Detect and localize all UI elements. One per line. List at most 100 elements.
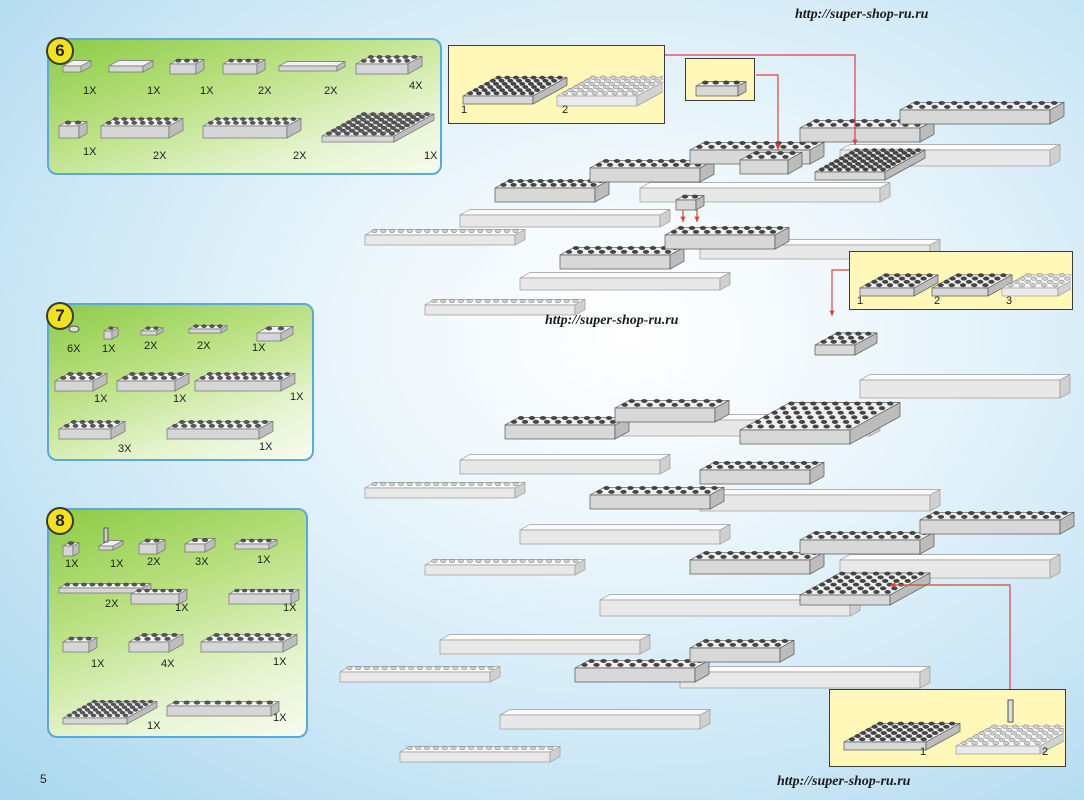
brick-1x1-part	[62, 541, 80, 557]
part-qty: 2X	[324, 85, 338, 97]
part-qty: 6X	[67, 343, 81, 355]
part-qty: 1X	[83, 85, 97, 97]
part-qty: 1X	[257, 554, 271, 566]
dark-brick-2x10	[899, 101, 1065, 125]
part-qty: 1X	[110, 558, 124, 570]
hull-base-brick	[364, 228, 526, 246]
callout-brick	[695, 80, 747, 97]
part-qty: 3X	[195, 556, 209, 568]
sub-assembly-illustration	[843, 699, 1064, 755]
step-6-parts-illustration	[58, 55, 435, 143]
sub-step-1-assembly	[859, 273, 939, 297]
page-number: 5	[40, 772, 47, 786]
hull-base-brick	[399, 745, 561, 763]
hull-brick	[699, 488, 941, 512]
pin	[1007, 699, 1014, 723]
part-qty: 1X	[173, 393, 187, 405]
slope-brick-part	[256, 325, 294, 342]
brick-1x6-part	[130, 588, 188, 605]
brick-2x6-part	[58, 420, 126, 440]
part-qty: 1X	[175, 602, 189, 614]
sub-step-label: 1	[857, 295, 864, 307]
watermark-url-top: http://super-shop-ru.ru	[795, 7, 929, 22]
tile-2x4-part	[108, 59, 154, 73]
part-qty: 1X	[252, 342, 266, 354]
sub-assembly-inset-bottom: 1 2	[829, 689, 1066, 767]
part-qty: 1X	[83, 146, 97, 158]
part-qty: 2X	[147, 556, 161, 568]
placed-brick-2x4	[739, 151, 803, 175]
dark-brick-2x10	[574, 659, 710, 683]
hull-brick	[519, 271, 731, 291]
sub-step-label: 1	[920, 746, 927, 758]
callout-arrow	[665, 54, 858, 145]
hull-brick	[499, 708, 711, 730]
brick-1x8-part	[228, 588, 300, 605]
step-number-7: 7	[46, 302, 74, 330]
callout-arrow	[829, 269, 849, 316]
watermark-url-middle: http://super-shop-ru.ru	[545, 313, 679, 328]
step-8-parts-illustration	[58, 527, 300, 725]
brick-2x4-part	[128, 633, 184, 653]
brick-1x3-part	[169, 58, 205, 75]
step-7-parts-illustration	[54, 324, 296, 440]
part-qty: 4X	[409, 80, 423, 92]
sub-assembly-inset-middle: 1 2 3	[849, 251, 1073, 310]
dark-brick-2x10	[689, 551, 825, 575]
part-qty: 1X	[283, 602, 297, 614]
plate-6x8-part	[62, 699, 158, 725]
hull-brick	[679, 665, 931, 689]
part-qty: 2X	[144, 340, 158, 352]
brick-1x2-placed	[675, 194, 705, 211]
plate-1x10-part	[58, 582, 152, 594]
sub-step-label: 3	[1006, 295, 1013, 307]
plate-1x8-part	[278, 61, 346, 72]
callout-arrow	[680, 210, 686, 222]
callout-arrow	[694, 210, 700, 222]
part-qty: 1X	[290, 391, 304, 403]
sub-step-2-assembly	[955, 724, 1064, 755]
part-qty: 2X	[293, 150, 307, 162]
sub-step-label: 2	[1042, 746, 1049, 758]
hull-base-brick	[424, 558, 586, 576]
step-8-parts-box: 8 1X 1X 2X 3X 1X 2X 1X 1X 1X 4X 1X 1X 1X	[46, 507, 308, 738]
plate-8x8-part	[321, 112, 435, 143]
part-qty: 1X	[91, 658, 105, 670]
brick-2x4-part	[54, 372, 108, 392]
slope-plate-part	[184, 537, 216, 553]
step-number-8: 8	[46, 507, 74, 535]
plate-1x4-part	[234, 538, 278, 550]
dark-plate-frame	[739, 401, 901, 445]
part-qty: 1X	[273, 712, 287, 724]
dark-brick-2x8	[689, 639, 795, 663]
brick-2x6-part	[355, 55, 423, 75]
pin	[103, 527, 109, 543]
part-qty: 3X	[118, 443, 132, 455]
dark-brick-2x10	[699, 461, 825, 485]
sub-step-1-assembly	[843, 721, 961, 751]
plate-8x8-placed	[814, 148, 926, 181]
dark-brick-2x10	[504, 416, 630, 440]
plate-1x2-part	[140, 326, 164, 336]
dark-brick-2x10	[589, 486, 725, 510]
part-qty: 2X	[105, 598, 119, 610]
hull-brick	[519, 523, 731, 545]
part-qty: 1X	[200, 85, 214, 97]
brick-2x10-part	[166, 420, 274, 440]
part-qty: 1X	[147, 85, 161, 97]
bow-brick	[859, 373, 1071, 399]
dark-brick-2x10	[559, 246, 685, 270]
sub-assembly-inset-top: 1 2	[448, 45, 665, 124]
brick-1x2-part	[58, 120, 88, 139]
plate-with-pin-part	[98, 539, 124, 551]
sub-step-2-assembly	[556, 75, 663, 107]
dark-brick-2x10	[799, 531, 935, 555]
sub-step-label: 1	[461, 104, 468, 116]
hull-brick	[439, 633, 651, 655]
hull-brick	[459, 208, 671, 228]
brick-1x10-part	[166, 700, 280, 717]
hull-brick	[459, 453, 671, 475]
brick-2x10-part	[194, 372, 296, 392]
brick-callout-inset	[685, 58, 755, 101]
plate-1x4-part	[188, 324, 228, 334]
